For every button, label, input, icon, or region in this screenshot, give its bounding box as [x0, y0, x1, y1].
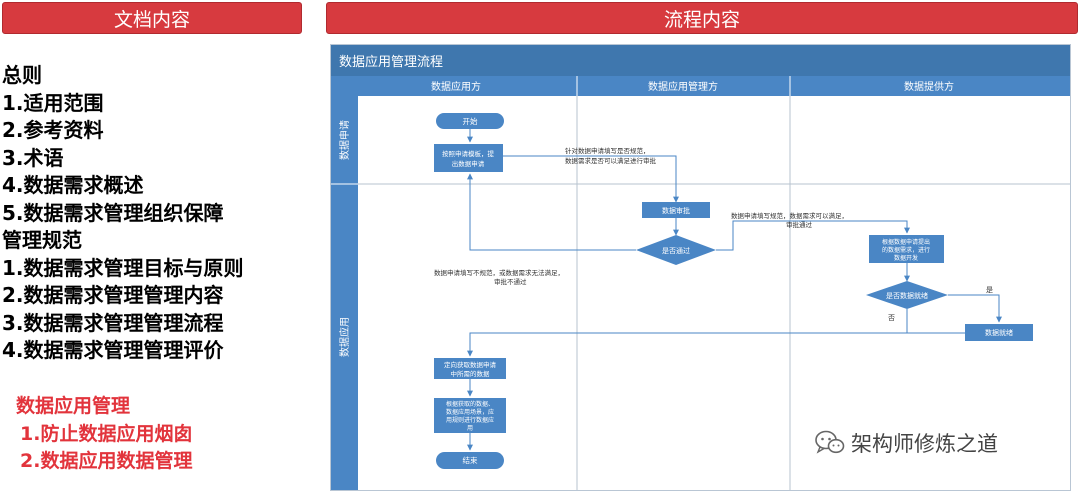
flowchart-panel: 数据应用管理流程 数据应用方 数据应用管理方 数据提供方 数据申请 数据应用 开…: [330, 44, 1071, 491]
lane-label-use: 数据应用: [338, 317, 351, 357]
column-header-bar: [331, 76, 1070, 96]
node-fetch-label-2: 中所需的数据: [451, 369, 491, 378]
outline-item: 4.数据需求概述: [2, 173, 144, 197]
lane-label-apply: 数据申请: [338, 120, 351, 160]
node-use-label-4: 用: [467, 425, 473, 432]
node-develop-label-1: 根据数据申请提出: [882, 238, 930, 246]
node-end: [436, 452, 504, 469]
note-reject-2: 审批不通过: [494, 277, 527, 286]
flowchart-diagram: 数据应用管理流程 数据应用方 数据应用管理方 数据提供方 数据申请 数据应用 开…: [331, 45, 1070, 490]
note-review-criteria-2: 数据需求是否可以满足进行审批: [565, 156, 657, 165]
note-approve-1: 数据申请填写规范，数据需求可以满足，: [731, 211, 848, 220]
watermark-text: 架构师修炼之道: [851, 432, 998, 456]
flow-title-bar: [331, 45, 1070, 76]
highlight-outline: 数据应用管理 1.防止数据应用烟囱 2.数据应用数据管理: [16, 393, 192, 476]
document-content-header: 文档内容: [2, 2, 302, 34]
node-fetch: [434, 358, 506, 379]
node-exists-label: 是否数据就绪: [886, 291, 928, 300]
document-content-title: 文档内容: [113, 8, 190, 31]
outline-item: 总则: [2, 63, 42, 87]
edge-exists-no: [467, 309, 908, 357]
node-develop-label-2: 的数据需求，进行: [882, 246, 930, 254]
edge-pass-develop: [716, 220, 910, 251]
node-apply: [434, 144, 503, 172]
node-review: [642, 202, 710, 218]
flow-title: 数据应用管理流程: [339, 54, 443, 70]
outline-item: 5.数据需求管理组织保障: [2, 200, 224, 225]
wechat-icon: [815, 430, 845, 454]
column-header-manager: 数据应用管理方: [648, 80, 718, 93]
outline-item: 2.参考资料: [2, 118, 104, 142]
column-header-user: 数据应用方: [431, 80, 481, 93]
node-exists-decision: [866, 281, 948, 309]
process-content-header: 流程内容: [326, 2, 1078, 34]
note-approve-2: 审批通过: [786, 220, 813, 229]
node-pass-label: 是否通过: [662, 246, 690, 255]
outline-item: 4.数据需求管理管理评价: [2, 338, 224, 362]
node-fetch-label-1: 定向获取数据申请: [444, 360, 497, 369]
outline-item: 1.数据需求管理目标与原则: [2, 255, 244, 280]
note-no: 否: [888, 314, 895, 322]
node-start: [436, 113, 504, 129]
node-review-label: 数据审批: [662, 206, 690, 215]
highlight-item: 2.数据应用数据管理: [20, 450, 193, 472]
process-content-title: 流程内容: [663, 8, 740, 31]
node-use-label-1: 根据获取的数据、: [446, 400, 494, 408]
node-apply-label-2: 出数据申请: [452, 159, 485, 168]
watermark: 架构师修炼之道: [815, 428, 998, 458]
note-yes: 是: [986, 286, 993, 294]
node-use-label-2: 数据应用场景，应: [446, 408, 494, 416]
column-header-provider: 数据提供方: [904, 80, 954, 93]
outline-item: 3.术语: [2, 145, 64, 170]
outline-item: 管理规范: [2, 228, 82, 252]
highlight-item: 1.防止数据应用烟囱: [20, 422, 193, 445]
node-end-label: 结束: [463, 455, 478, 465]
highlight-title: 数据应用管理: [16, 395, 131, 417]
node-start-label: 开始: [463, 116, 478, 126]
edge-exists-yes: [948, 294, 1002, 323]
node-pass-decision: [636, 235, 716, 265]
node-develop: [869, 235, 944, 263]
node-ready-label: 数据就绪: [985, 328, 1013, 337]
node-develop-label-3: 数据开发: [894, 254, 918, 262]
note-reject-1: 数据申请填写不规范，或数据需求无法满足，: [434, 268, 564, 277]
outline-item: 2.数据需求管理管理内容: [2, 283, 224, 307]
document-outline: 总则 1.适用范围 2.参考资料 3.术语 4.数据需求概述 5.数据需求管理组…: [2, 62, 322, 365]
node-apply-label-1: 按照申请模板，提: [442, 149, 495, 158]
node-ready: [965, 324, 1033, 341]
outline-item: 1.适用范围: [2, 90, 104, 115]
note-review-criteria-1: 针对数据申请填写是否规范，: [565, 146, 650, 155]
lane-label-bar: [331, 96, 358, 490]
node-use-label-3: 用规则进行数据应: [446, 416, 494, 424]
node-use: [434, 398, 506, 433]
outline-item: 3.数据需求管理管理流程: [2, 310, 224, 335]
edge-pass-reject: [467, 173, 636, 251]
edge-apply-review: [503, 155, 679, 203]
